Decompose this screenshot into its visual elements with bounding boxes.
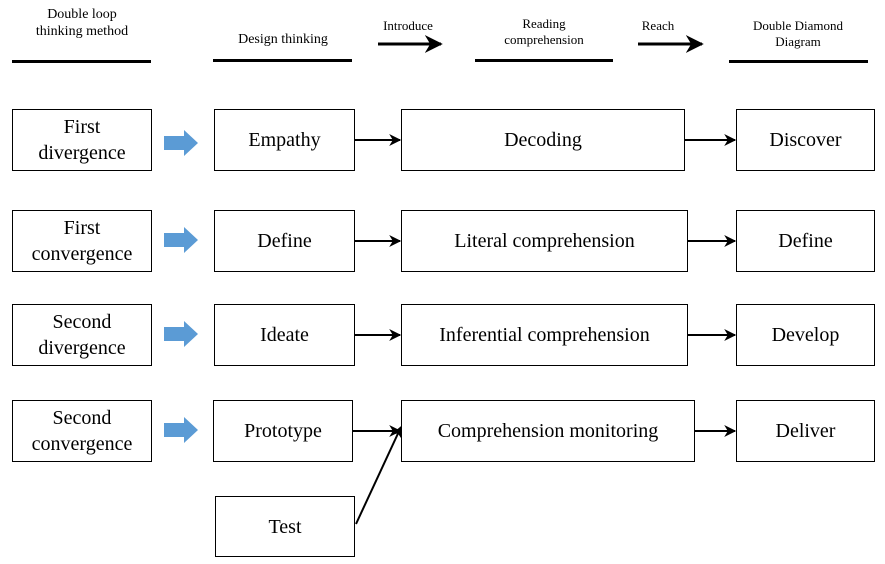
diamond-label-3: Develop [771, 324, 840, 346]
diamond-box-3: Develop [736, 304, 875, 366]
diamond-box-2: Define [736, 210, 875, 272]
reading-label-1: Decoding [504, 129, 582, 151]
header-reading-comprehension: Reading comprehension [478, 16, 610, 48]
stage-box-4: Second convergence [12, 400, 152, 462]
diamond-box-4: Deliver [736, 400, 875, 462]
stage-label-4: Second convergence [31, 407, 133, 455]
stage-box-1: First divergence [12, 109, 152, 171]
blue-arrow-row-2 [164, 227, 198, 253]
reading-label-4: Comprehension monitoring [437, 420, 659, 442]
header-double-loop-label: Double loop thinking method [35, 7, 129, 39]
design-box-2: Define [214, 210, 355, 272]
arrow-test-monitoring [355, 425, 402, 525]
design-box-4: Prototype [213, 400, 353, 462]
header-double-diamond: Double Diamond Diagram [728, 18, 868, 50]
stage-label-1: First divergence [38, 116, 126, 164]
reading-box-2: Literal comprehension [401, 210, 688, 272]
header-reading-comprehension-label: Reading comprehension [504, 16, 584, 47]
design-label-1: Empathy [248, 129, 321, 151]
diamond-box-1: Discover [736, 109, 875, 171]
stage-box-3: Second divergence [12, 304, 152, 366]
header-introduce: Introduce [372, 18, 444, 34]
header-double-diamond-label: Double Diamond Diagram [753, 18, 843, 49]
stage-label-3: Second divergence [38, 311, 126, 359]
header-rule-col2 [213, 59, 352, 62]
reading-box-3: Inferential comprehension [401, 304, 688, 366]
header-design-thinking-label: Design thinking [238, 32, 328, 47]
header-rule-col1 [12, 60, 151, 63]
design-label-3: Ideate [260, 324, 309, 346]
design-label-2: Define [257, 230, 312, 252]
design-box-3: Ideate [214, 304, 355, 366]
blue-arrow-row-3 [164, 321, 198, 347]
header-reach-label: Reach [641, 18, 675, 33]
header-rule-col4 [729, 60, 868, 63]
diamond-label-1: Discover [769, 129, 842, 151]
design-box-test: Test [215, 496, 355, 557]
diamond-label-4: Deliver [775, 420, 836, 442]
header-rule-col3 [475, 59, 613, 62]
header-design-thinking: Design thinking [214, 31, 352, 48]
header-introduce-label: Introduce [383, 18, 433, 33]
stage-label-2: First convergence [31, 217, 133, 265]
reading-label-2: Literal comprehension [454, 230, 635, 252]
blue-arrow-row-4 [164, 417, 198, 443]
blue-arrow-row-1 [164, 130, 198, 156]
design-box-1: Empathy [214, 109, 355, 171]
reading-box-4: Comprehension monitoring [401, 400, 695, 462]
diamond-label-2: Define [778, 230, 833, 252]
reading-label-3: Inferential comprehension [439, 324, 650, 346]
design-label-test: Test [268, 515, 302, 538]
header-reach: Reach [628, 18, 688, 34]
header-double-loop: Double loop thinking method [10, 6, 154, 40]
stage-box-2: First convergence [12, 210, 152, 272]
design-label-4: Prototype [244, 420, 322, 442]
reading-box-1: Decoding [401, 109, 685, 171]
